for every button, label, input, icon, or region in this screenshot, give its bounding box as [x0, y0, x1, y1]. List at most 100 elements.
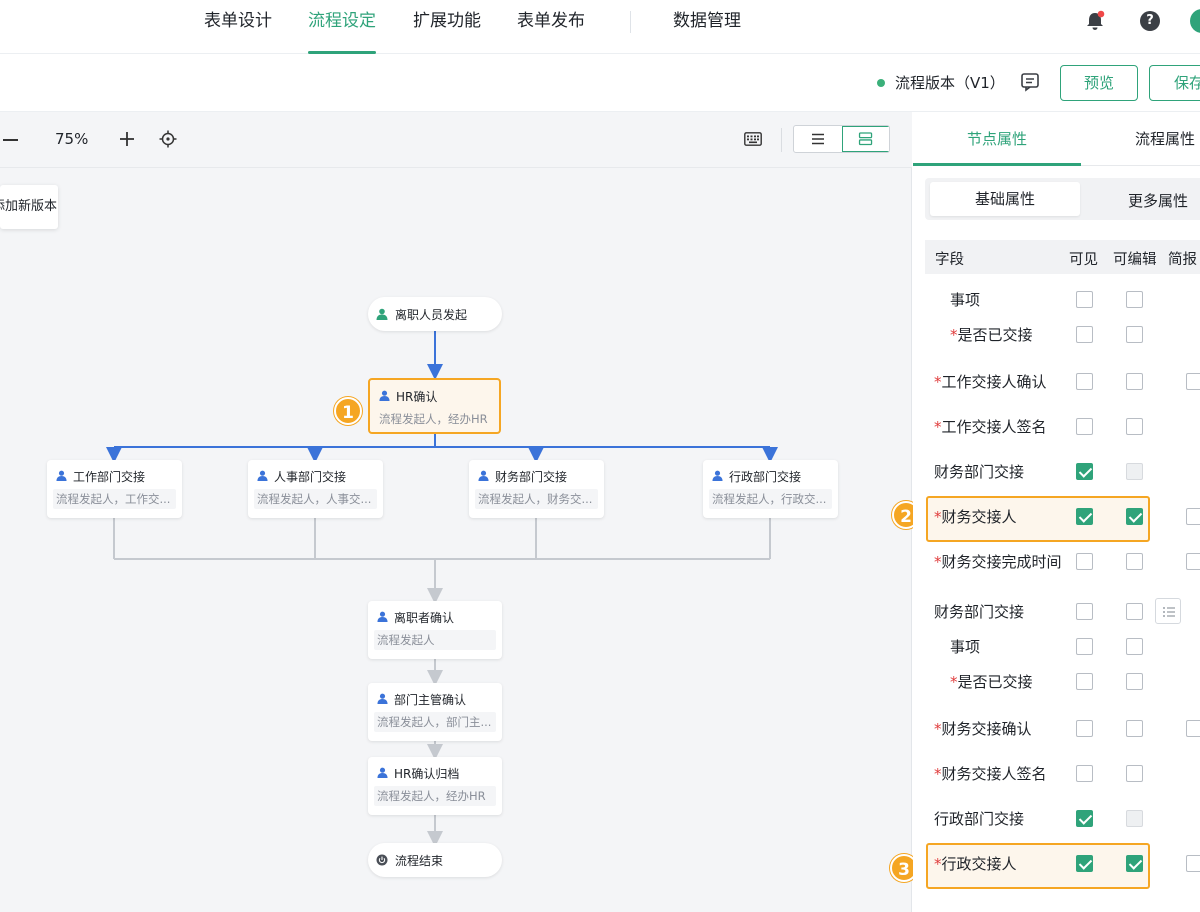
- editable-checkbox[interactable]: [1126, 673, 1143, 690]
- editable-checkbox[interactable]: [1126, 291, 1143, 308]
- top-nav: 表单设计 流程设定 扩展功能 表单发布 数据管理 ?: [0, 0, 1200, 54]
- field-row: *工作交接人签名: [0, 409, 1200, 443]
- field-label-text: 财务交接人签名: [941, 765, 1047, 783]
- visible-checkbox[interactable]: [1076, 508, 1093, 525]
- visible-checkbox[interactable]: [1076, 326, 1093, 343]
- locate-icon[interactable]: [159, 130, 177, 148]
- node-hr-confirm[interactable]: HR确认 流程发起人，经办HR: [368, 378, 501, 434]
- user-icon: [377, 611, 388, 622]
- tab-form-publish[interactable]: 表单发布: [517, 11, 585, 31]
- tab-flow-settings[interactable]: 流程设定: [308, 0, 376, 54]
- field-label: *工作交接人签名: [934, 416, 1047, 437]
- node-assignees: 流程发起人，行政交...: [709, 489, 832, 509]
- visible-checkbox[interactable]: [1076, 855, 1093, 872]
- visible-checkbox[interactable]: [1076, 673, 1093, 690]
- node-finance-handover[interactable]: 财务部门交接 流程发起人，财务交...: [469, 460, 604, 518]
- node-title: 离职人员发起: [395, 308, 468, 322]
- editable-checkbox[interactable]: [1126, 638, 1143, 655]
- editable-checkbox[interactable]: [1126, 855, 1143, 872]
- field-label: *财务交接确认: [934, 718, 1032, 739]
- tab-flow-properties[interactable]: 流程属性: [1135, 130, 1196, 148]
- zoom-out-icon[interactable]: [3, 139, 18, 141]
- help-icon[interactable]: ?: [1140, 11, 1160, 31]
- node-leaver-confirm[interactable]: 离职者确认 流程发起人: [368, 601, 502, 659]
- brief-checkbox[interactable]: [1186, 720, 1200, 737]
- field-label: 行政部门交接: [934, 808, 1024, 829]
- brief-checkbox[interactable]: [1186, 855, 1200, 872]
- user-icon: [56, 470, 67, 481]
- node-assignees: 流程发起人，工作交...: [53, 489, 176, 509]
- tab-data-management[interactable]: 数据管理: [673, 11, 741, 31]
- card-view-icon[interactable]: [842, 126, 890, 152]
- add-version-button[interactable]: 添加新版本: [0, 185, 58, 229]
- field-label: 财务部门交接: [934, 461, 1024, 482]
- tab-node-properties[interactable]: 节点属性: [967, 130, 1028, 148]
- header-field: 字段: [935, 252, 964, 268]
- zoom-in-icon[interactable]: [119, 131, 135, 147]
- node-manager-confirm[interactable]: 部门主管确认 流程发起人，部门主...: [368, 683, 502, 741]
- field-label-text: 行政交接人: [941, 855, 1017, 873]
- flow-version[interactable]: 流程版本（V1）: [895, 74, 1005, 92]
- header-visible: 可见: [1069, 252, 1098, 268]
- visible-checkbox[interactable]: [1076, 418, 1093, 435]
- node-title: 人事部门交接: [274, 470, 347, 484]
- brief-checkbox[interactable]: [1186, 373, 1200, 390]
- keyboard-icon[interactable]: [744, 132, 762, 146]
- node-title: 流程结束: [395, 854, 444, 868]
- property-segment: 基础属性 更多属性: [925, 178, 1200, 220]
- visible-checkbox[interactable]: [1076, 291, 1093, 308]
- list-view-icon[interactable]: [794, 126, 842, 152]
- node-end[interactable]: 流程结束: [368, 843, 502, 877]
- brief-checkbox[interactable]: [1186, 508, 1200, 525]
- editable-checkbox[interactable]: [1126, 553, 1143, 570]
- required-mark: *: [934, 508, 942, 526]
- visible-checkbox[interactable]: [1076, 720, 1093, 737]
- user-icon: [377, 767, 388, 778]
- tab-extensions[interactable]: 扩展功能: [413, 11, 481, 31]
- preview-button[interactable]: 预览: [1060, 65, 1138, 101]
- field-row: *是否已交接: [0, 664, 1200, 698]
- visible-checkbox[interactable]: [1076, 638, 1093, 655]
- field-row: 行政部门交接: [0, 801, 1200, 835]
- segment-basic[interactable]: 基础属性: [930, 182, 1080, 216]
- segment-more[interactable]: 更多属性: [1128, 192, 1189, 210]
- editable-checkbox[interactable]: [1126, 508, 1143, 525]
- editable-checkbox[interactable]: [1126, 603, 1143, 620]
- node-hr-archive[interactable]: HR确认归档 流程发起人，经办HR: [368, 757, 502, 815]
- editable-checkbox[interactable]: [1126, 373, 1143, 390]
- visible-checkbox[interactable]: [1076, 373, 1093, 390]
- avatar[interactable]: [1190, 9, 1200, 33]
- brief-checkbox[interactable]: [1186, 553, 1200, 570]
- save-button[interactable]: 保存: [1149, 65, 1200, 101]
- user-icon: [712, 470, 723, 481]
- required-mark: *: [934, 720, 942, 738]
- field-label-text: 行政部门交接: [934, 810, 1025, 828]
- highlight-box: [926, 496, 1150, 542]
- tab-form-design[interactable]: 表单设计: [204, 11, 272, 31]
- list-settings-icon[interactable]: [1155, 598, 1181, 624]
- node-assignees: 流程发起人: [374, 630, 496, 650]
- user-icon: [376, 308, 388, 320]
- editable-checkbox[interactable]: [1126, 326, 1143, 343]
- field-row: 事项: [0, 282, 1200, 316]
- comment-icon[interactable]: [1020, 72, 1040, 92]
- required-mark: *: [934, 373, 942, 391]
- node-admin-handover[interactable]: 行政部门交接 流程发起人，行政交...: [703, 460, 838, 518]
- editable-checkbox[interactable]: [1126, 765, 1143, 782]
- visible-checkbox[interactable]: [1076, 463, 1093, 480]
- editable-checkbox[interactable]: [1126, 720, 1143, 737]
- editable-checkbox[interactable]: [1126, 418, 1143, 435]
- field-label: 事项: [950, 636, 980, 657]
- visible-checkbox[interactable]: [1076, 603, 1093, 620]
- field-label: *是否已交接: [950, 324, 1033, 345]
- field-label-text: 事项: [950, 638, 981, 656]
- node-start[interactable]: 离职人员发起: [368, 297, 502, 331]
- node-work-handover[interactable]: 工作部门交接 流程发起人，工作交...: [47, 460, 182, 518]
- visible-checkbox[interactable]: [1076, 810, 1093, 827]
- field-label-text: 财务部门交接: [934, 603, 1025, 621]
- visible-checkbox[interactable]: [1076, 553, 1093, 570]
- bell-icon[interactable]: [1084, 10, 1106, 32]
- visible-checkbox[interactable]: [1076, 765, 1093, 782]
- node-hr-handover[interactable]: 人事部门交接 流程发起人，人事交...: [248, 460, 383, 518]
- step-badge: 1: [334, 397, 362, 425]
